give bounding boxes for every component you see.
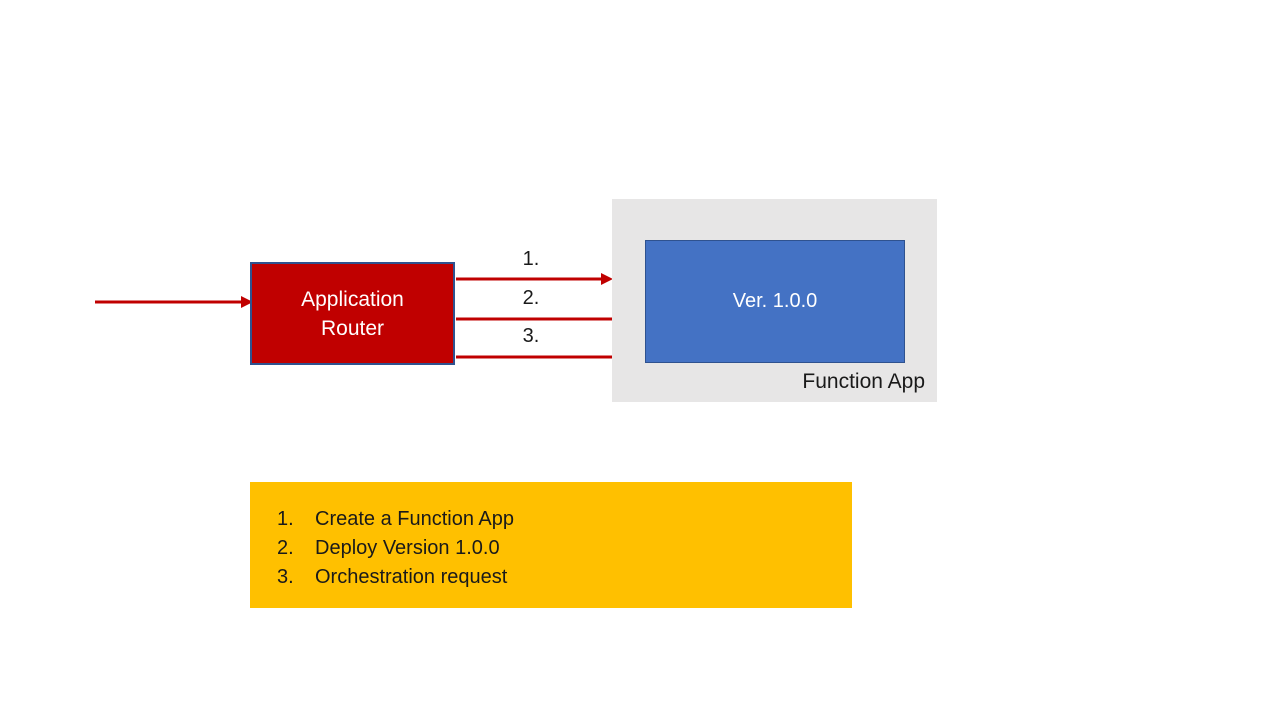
incoming-request-arrow <box>95 296 253 308</box>
legend-box: 1. Create a Function App 2. Deploy Versi… <box>250 482 852 608</box>
legend-item-text: Create a Function App <box>315 508 515 530</box>
legend-item: 2. Deploy Version 1.0.0 <box>277 534 852 563</box>
arrow-head-icon <box>601 273 613 285</box>
step-1-label: 1. <box>522 248 540 270</box>
version-box: Ver. 1.0.0 <box>645 240 905 363</box>
step-1-arrow <box>456 273 613 285</box>
legend-item-number: 2. <box>277 537 294 559</box>
legend-item: 1. Create a Function App <box>277 505 852 534</box>
function-app-container: Ver. 1.0.0 Function App <box>612 199 937 402</box>
arrow-shaft <box>456 355 635 359</box>
legend-item-text: Deploy Version 1.0.0 <box>315 537 500 559</box>
legend-item-number: 3. <box>277 566 294 588</box>
legend-item-text: Orchestration request <box>315 566 508 588</box>
arrow-shaft <box>456 317 635 321</box>
step-2-label: 2. <box>522 287 540 309</box>
legend-list: 1. Create a Function App 2. Deploy Versi… <box>250 482 852 592</box>
legend-item: 3. Orchestration request <box>277 563 852 592</box>
step-3-label: 3. <box>522 325 540 347</box>
legend-item-number: 1. <box>277 508 294 530</box>
application-router-box: Application Router <box>250 262 455 365</box>
arrow-shaft <box>95 300 243 304</box>
function-app-label: Function App <box>802 370 925 393</box>
version-label: Ver. 1.0.0 <box>732 290 818 312</box>
arrow-shaft <box>456 277 603 281</box>
application-router-label: Application Router <box>301 287 404 340</box>
